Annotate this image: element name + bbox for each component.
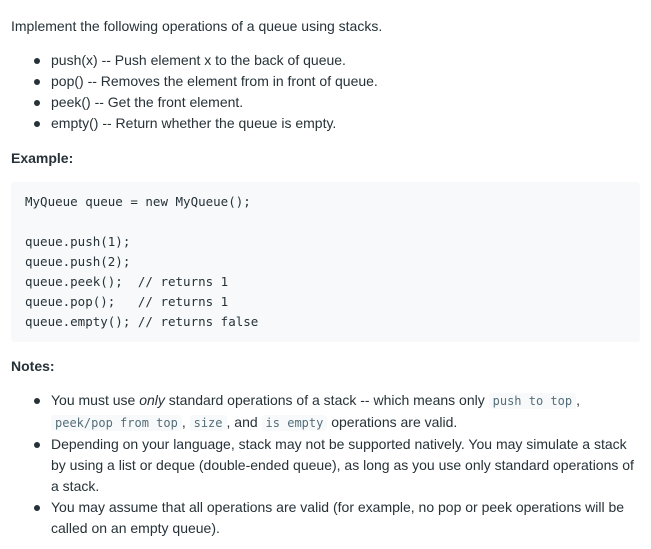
notes-list: You must use only standard operations of…: [11, 390, 641, 539]
operations-list: push(x) -- Push element x to the back of…: [11, 50, 378, 134]
note-text: Depending on your language, stack may no…: [51, 436, 634, 494]
note-text: You must use only standard operations of…: [51, 392, 580, 431]
list-item: You must use only standard operations of…: [11, 390, 641, 434]
list-item: empty() -- Return whether the queue is e…: [11, 113, 378, 134]
list-item: push(x) -- Push element x to the back of…: [11, 50, 378, 71]
inline-code: peek/pop from top: [51, 415, 182, 431]
inline-code: is empty: [261, 415, 328, 431]
operation-text: push(x) -- Push element x to the back of…: [51, 52, 346, 68]
bullet-icon: [34, 398, 40, 404]
list-item: pop() -- Removes the element from in fro…: [11, 71, 378, 92]
example-code-block: MyQueue queue = new MyQueue(); queue.pus…: [11, 182, 640, 342]
bullet-icon: [34, 58, 40, 64]
inline-code: push to top: [488, 393, 577, 409]
bullet-icon: [34, 442, 40, 448]
bullet-icon: [34, 121, 40, 127]
inline-code: size: [189, 415, 227, 431]
example-heading: Example:: [11, 150, 74, 166]
bullet-icon: [34, 79, 40, 85]
notes-heading: Notes:: [11, 358, 55, 374]
list-item: You may assume that all operations are v…: [11, 497, 641, 539]
emphasis: only: [139, 392, 165, 408]
bullet-icon: [34, 505, 40, 511]
operation-text: pop() -- Removes the element from in fro…: [51, 73, 378, 89]
operation-text: empty() -- Return whether the queue is e…: [51, 115, 337, 131]
list-item: Depending on your language, stack may no…: [11, 434, 641, 497]
example-code: MyQueue queue = new MyQueue(); queue.pus…: [25, 194, 259, 329]
intro-text: Implement the following operations of a …: [11, 18, 383, 34]
bullet-icon: [34, 100, 40, 106]
list-item: peek() -- Get the front element.: [11, 92, 378, 113]
note-text: You may assume that all operations are v…: [51, 499, 625, 536]
operation-text: peek() -- Get the front element.: [51, 94, 244, 110]
